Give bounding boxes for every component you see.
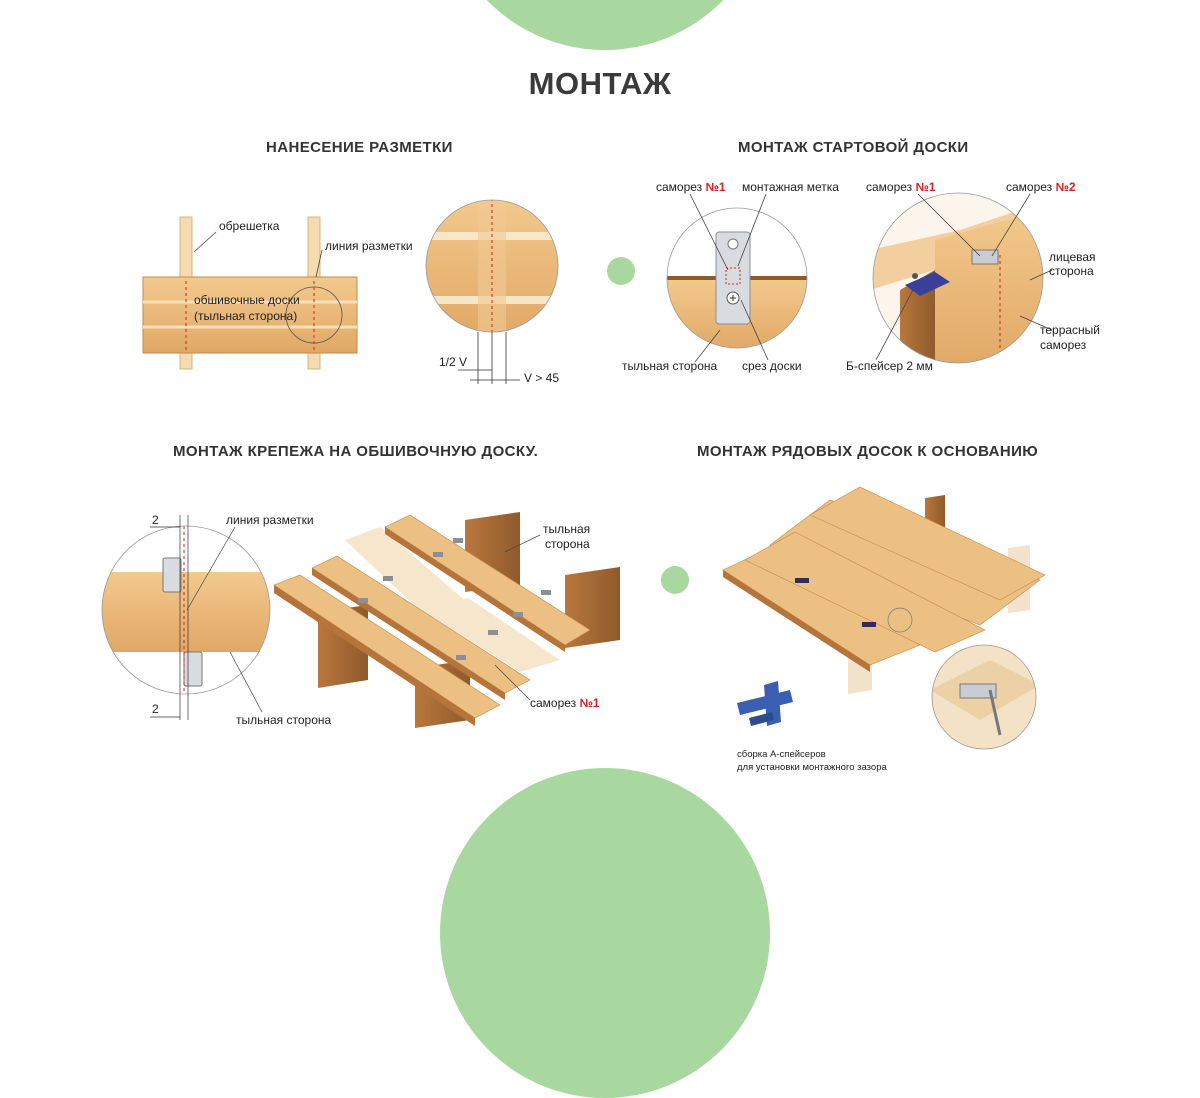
label-screw2: саморез №2 <box>1006 180 1076 194</box>
marking-board-diagram <box>142 216 358 370</box>
label-half-v: 1/2 V <box>439 355 467 369</box>
starter-zoom-circle-2 <box>872 192 1053 364</box>
row-deck-diagram <box>722 486 1046 694</box>
section-title-fastener: МОНТАЖ КРЕПЕЖА НА ОБШИВОЧНУЮ ДОСКУ. <box>173 443 539 460</box>
bottom-green-blob <box>440 768 770 1098</box>
label-board-cut: срез доски <box>742 359 802 373</box>
label-face-1: лицевая <box>1049 250 1096 264</box>
page-title: МОНТАЖ <box>528 66 672 101</box>
starter-zoom-circle-1 <box>666 193 808 363</box>
section-title-marking: НАНЕСЕНИЕ РАЗМЕТКИ <box>266 139 453 156</box>
label-boards-2: (тыльная сторона) <box>194 309 297 323</box>
fastener-deck-diagram <box>273 512 620 728</box>
label-boards-1: обшивочные доски <box>194 293 300 307</box>
section-title-starter: МОНТАЖ СТАРТОВОЙ ДОСКИ <box>738 139 969 156</box>
label-dim-top: 2 <box>152 513 159 527</box>
label-row-caption-1: сборка А-спейсеров <box>737 749 826 760</box>
label-v-gt: V > 45 <box>524 371 559 385</box>
section-title-row: МОНТАЖ РЯДОВЫХ ДОСОК К ОСНОВАНИЮ <box>697 443 1039 460</box>
row-zoom-circle <box>931 644 1037 750</box>
label-back-1: тыльная <box>543 522 590 536</box>
label-back-side: тыльная сторона <box>622 359 718 373</box>
green-dot-top <box>607 257 635 285</box>
label-marking-line: линия разметки <box>325 239 413 253</box>
label-terrace-2: саморез <box>1040 338 1087 352</box>
label-fastener-marking-line: линия разметки <box>226 513 314 527</box>
diagram-canvas: обрешетка линия разметки обшивочные доск… <box>101 180 1100 773</box>
label-screw1-a: саморез №1 <box>656 180 726 194</box>
label-back-2: сторона <box>545 537 590 551</box>
label-row-caption-2: для установки монтажного зазора <box>737 762 887 773</box>
fastener-zoom-circle <box>101 515 271 720</box>
marking-zoom-circle <box>425 199 559 384</box>
label-spacer: Б-спейсер 2 мм <box>846 359 933 373</box>
label-fastener-screw: саморез №1 <box>530 696 600 710</box>
label-face-2: сторона <box>1049 264 1094 278</box>
label-fastener-back-side: тыльная сторона <box>236 713 332 727</box>
label-terrace-1: террасный <box>1040 323 1100 337</box>
label-dim-bottom: 2 <box>152 702 159 716</box>
green-dot-bottom <box>661 566 689 594</box>
label-screw1-b: саморез №1 <box>866 180 936 194</box>
label-mount-mark: монтажная метка <box>742 180 839 194</box>
label-lathing: обрешетка <box>219 219 280 233</box>
a-spacer-icon <box>737 681 793 726</box>
